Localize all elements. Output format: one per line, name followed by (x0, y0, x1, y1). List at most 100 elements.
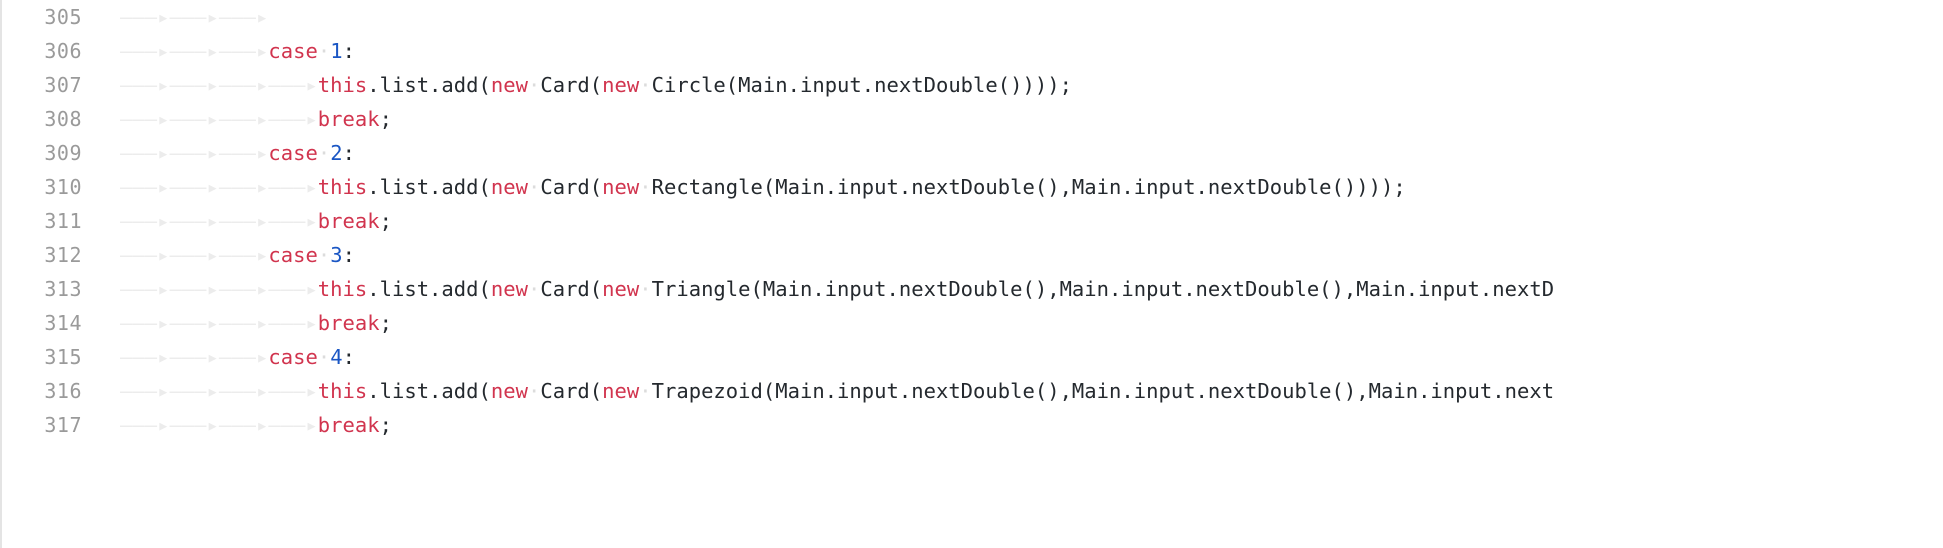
code-token: Rectangle(Main.input.nextDouble(),Main.i… (651, 175, 1406, 199)
indent-tab-guide: ———▸———▸———▸———▸ (120, 73, 318, 97)
code-line[interactable]: 313 ———▸———▸———▸———▸this.list.add(new·Car… (0, 272, 1943, 306)
code-line[interactable]: 314 ———▸———▸———▸———▸break; (0, 306, 1943, 340)
line-number[interactable]: 312 (44, 243, 82, 267)
space-dot-glyph: · (639, 277, 652, 301)
indent-tab-guide: ———▸———▸———▸———▸ (120, 413, 318, 437)
code-line[interactable]: 310 ———▸———▸———▸———▸this.list.add(new·Car… (0, 170, 1943, 204)
code-line[interactable]: 315 ———▸———▸———▸case·4: (0, 340, 1943, 374)
line-content[interactable]: ———▸———▸———▸case·4: (120, 340, 355, 374)
code-line[interactable]: 308 ———▸———▸———▸———▸break; (0, 102, 1943, 136)
line-content[interactable]: ———▸———▸———▸———▸break; (120, 204, 392, 238)
keyword-token: new (602, 277, 640, 301)
indent-tab-guide: ———▸———▸———▸———▸ (120, 311, 318, 335)
line-content[interactable]: ———▸———▸———▸———▸this.list.add(new·Card(n… (120, 68, 1072, 102)
code-token: ; (379, 413, 392, 437)
space-dot-glyph: · (639, 379, 652, 403)
keyword-token: this (317, 379, 368, 403)
space-dot-glyph: · (527, 175, 541, 199)
keyword-token: break (317, 209, 380, 233)
indent-tab-guide: ———▸———▸———▸———▸ (120, 107, 318, 131)
code-token: Trapezoid(Main.input.nextDouble(),Main.i… (651, 379, 1555, 403)
keyword-token: new (490, 175, 528, 199)
line-content[interactable]: ———▸———▸———▸———▸this.list.add(new·Card(n… (120, 374, 1554, 408)
space-dot-glyph: · (317, 345, 331, 369)
line-number[interactable]: 308 (44, 107, 82, 131)
line-number[interactable]: 315 (44, 345, 82, 369)
code-token: : (342, 243, 355, 267)
keyword-token: new (490, 277, 528, 301)
code-token: .list.add( (367, 379, 491, 403)
line-number[interactable]: 317 (44, 413, 82, 437)
keyword-token: this (317, 73, 368, 97)
keyword-token: new (490, 73, 528, 97)
code-token: ; (379, 107, 392, 131)
keyword-token: this (317, 277, 368, 301)
code-token: Triangle(Main.input.nextDouble(),Main.in… (651, 277, 1555, 301)
line-content[interactable]: ———▸———▸———▸case·3: (120, 238, 355, 272)
line-content[interactable]: ———▸———▸———▸———▸break; (120, 102, 392, 136)
space-dot-glyph: · (527, 73, 541, 97)
keyword-token: case (268, 243, 318, 267)
line-content[interactable]: ———▸———▸———▸ (120, 0, 268, 34)
line-number[interactable]: 307 (44, 73, 82, 97)
code-line[interactable]: 307 ———▸———▸———▸———▸this.list.add(new·Car… (0, 68, 1943, 102)
number-token: 3 (330, 243, 343, 267)
line-number[interactable]: 306 (44, 39, 82, 63)
code-line[interactable]: 309 ———▸———▸———▸case·2: (0, 136, 1943, 170)
space-dot-glyph: · (639, 175, 652, 199)
space-dot-glyph: · (527, 277, 541, 301)
indent-tab-guide: ———▸———▸———▸ (120, 345, 269, 369)
keyword-token: case (268, 141, 318, 165)
line-content[interactable]: ———▸———▸———▸———▸this.list.add(new·Card(n… (120, 272, 1554, 306)
keyword-token: new (490, 379, 528, 403)
code-token: : (342, 141, 355, 165)
line-content[interactable]: ———▸———▸———▸case·1: (120, 34, 355, 68)
line-number[interactable]: 305 (44, 5, 82, 29)
line-number[interactable]: 313 (44, 277, 82, 301)
line-content[interactable]: ———▸———▸———▸———▸break; (120, 306, 392, 340)
line-content[interactable]: ———▸———▸———▸———▸this.list.add(new·Card(n… (120, 170, 1406, 204)
code-line[interactable]: 316 ———▸———▸———▸———▸this.list.add(new·Car… (0, 374, 1943, 408)
number-token: 4 (330, 345, 343, 369)
line-number[interactable]: 314 (44, 311, 82, 335)
code-line[interactable]: 311 ———▸———▸———▸———▸break; (0, 204, 1943, 238)
indent-tab-guide: ———▸———▸———▸ (120, 141, 269, 165)
line-number[interactable]: 316 (44, 379, 82, 403)
line-content[interactable]: ———▸———▸———▸case·2: (120, 136, 355, 170)
code-line[interactable]: 306 ———▸———▸———▸case·1: (0, 34, 1943, 68)
keyword-token: break (317, 413, 380, 437)
indent-tab-guide: ———▸———▸———▸———▸ (120, 175, 318, 199)
code-line[interactable]: 305 ———▸———▸———▸ (0, 0, 1943, 34)
code-line[interactable]: 317 ———▸———▸———▸———▸break; (0, 408, 1943, 442)
code-lines-container[interactable]: 305———▸———▸———▸306———▸———▸———▸case·1:307… (0, 0, 1943, 442)
space-dot-glyph: · (527, 379, 541, 403)
indent-tab-guide: ———▸———▸———▸———▸ (120, 379, 318, 403)
space-dot-glyph: · (317, 39, 331, 63)
keyword-token: case (268, 345, 318, 369)
keyword-token: break (317, 311, 380, 335)
line-number[interactable]: 310 (44, 175, 82, 199)
code-token: : (342, 39, 355, 63)
line-content[interactable]: ———▸———▸———▸———▸break; (120, 408, 392, 442)
space-dot-glyph: · (639, 73, 652, 97)
code-token: ; (379, 311, 392, 335)
indent-tab-guide: ———▸———▸———▸ (120, 39, 269, 63)
code-token: .list.add( (367, 277, 491, 301)
line-number[interactable]: 309 (44, 141, 82, 165)
line-number[interactable]: 311 (44, 209, 82, 233)
code-line[interactable]: 312 ———▸———▸———▸case·3: (0, 238, 1943, 272)
number-token: 2 (330, 141, 343, 165)
keyword-token: new (602, 175, 640, 199)
indent-tab-guide: ———▸———▸———▸ (120, 5, 269, 29)
keyword-token: new (602, 379, 640, 403)
code-token: .list.add( (367, 175, 491, 199)
space-dot-glyph: · (317, 141, 331, 165)
code-token: Card( (540, 175, 603, 199)
indent-tab-guide: ———▸———▸———▸———▸ (120, 277, 318, 301)
number-token: 1 (330, 39, 343, 63)
indent-tab-guide: ———▸———▸———▸ (120, 243, 269, 267)
code-token: ; (379, 209, 392, 233)
editor-left-rule (0, 0, 2, 548)
keyword-token: new (602, 73, 640, 97)
